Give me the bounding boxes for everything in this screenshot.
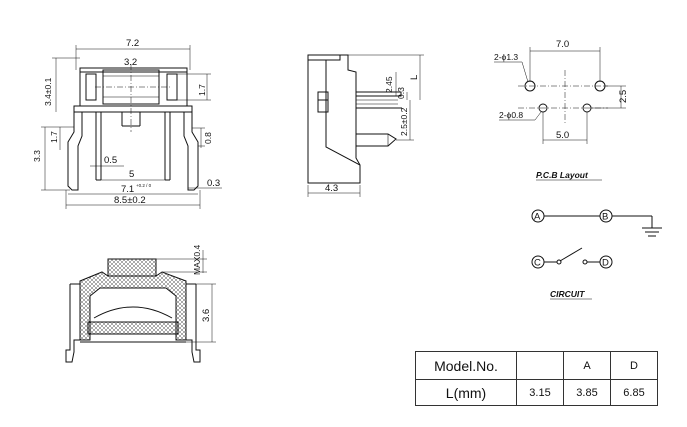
circuit-pin-d: D	[602, 258, 609, 269]
pcb-dim-25: 2.5	[618, 90, 629, 103]
dim-height-left: 3.4±0.1	[43, 77, 53, 106]
dim-body-center: 3.2	[124, 57, 137, 68]
dim-03: 0.3	[396, 87, 406, 99]
circuit-diagram: A B C D CIRCUIT	[531, 209, 662, 300]
dim-total: 8.5±0.2	[114, 195, 146, 206]
table-cell: 3.15	[516, 379, 564, 406]
table-header-model: Model.No.	[415, 351, 517, 380]
table-cell: A	[563, 351, 611, 380]
pcb-dim-70: 7.0	[556, 39, 569, 50]
dim-foot: 0.3	[207, 178, 220, 189]
table-cell: D	[610, 351, 658, 380]
dim-245: 2.45	[384, 76, 394, 93]
table-row: L(mm) 3.15 3.85 6.85	[415, 379, 658, 406]
dim-gap: 0.5	[104, 155, 117, 166]
dim-five: 5	[129, 169, 134, 180]
model-table: Model.No. A D L(mm) 3.15 3.85 6.85	[415, 351, 658, 406]
table-cell: 3.85	[563, 379, 611, 406]
dim-width-top: 7.2	[126, 38, 139, 49]
table-cell: 6.85	[610, 379, 658, 406]
dim-25: 2.5±0.2	[399, 107, 409, 136]
table-header-l: L(mm)	[415, 379, 517, 406]
dim-43: 4.3	[325, 183, 338, 194]
section-view: MAX0.4 3.6	[65, 244, 216, 363]
pcb-hole-large	[524, 80, 536, 92]
circuit-title: CIRCUIT	[550, 289, 585, 299]
table-cell	[516, 351, 564, 380]
pcb-layout-title: P.C.B Layout	[536, 170, 589, 180]
pcb-hole-small-label: 2-ϕ0.8	[499, 110, 523, 120]
pcb-dim-50: 5.0	[556, 130, 569, 141]
pcb-hole-large-label: 2-ϕ1.3	[494, 52, 518, 62]
dim-left-inner: 1.7	[49, 131, 59, 143]
dim-right-small: 0.8	[203, 132, 213, 144]
dim-pitch: 7.1	[121, 184, 134, 195]
side-view: 2.45 0.3 L 2.5±0.2 4.3	[307, 54, 424, 197]
circuit-pin-a: A	[534, 212, 541, 223]
dim-right-top: 1.7	[197, 84, 207, 96]
dim-36: 3.6	[201, 309, 212, 322]
pcb-layout: 7.0 2.5 5.0 2-ϕ1.3 2-ϕ0.8 P.C.B Layout	[494, 39, 629, 181]
dim-left-leg: 3.3	[32, 150, 42, 162]
dim-L: L	[409, 75, 420, 80]
dim-pitch-tol: +0.2 / 0	[136, 183, 152, 188]
dim-max: MAX0.4	[192, 244, 202, 275]
table-row: Model.No. A D	[415, 351, 658, 380]
circuit-pin-b: B	[602, 212, 608, 223]
front-view: 7.2 3.2 3.4±0.1	[32, 38, 222, 209]
circuit-pin-c: C	[534, 258, 541, 269]
